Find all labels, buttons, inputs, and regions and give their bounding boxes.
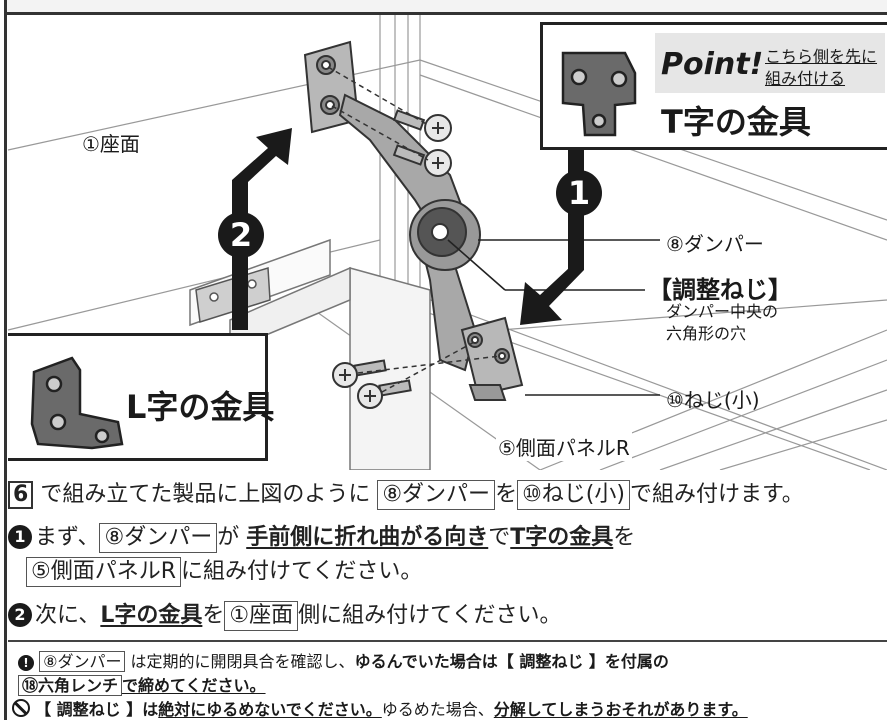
adjust-screw-title: 【調整ねじ】 — [648, 276, 792, 304]
note-line-1: ! ⑧ダンパー は定期的に開閉具合を確認し、ゆるんでいた場合は【 調整ねじ 】を… — [18, 648, 669, 673]
step-2-marker: 2 — [218, 212, 264, 258]
emphasis-orientation: 手前側に折れ曲がる向き — [246, 525, 489, 550]
note-emphasis: 絶対にゆるめないでください。 — [158, 700, 382, 719]
step-1-number: 1 — [567, 174, 591, 212]
instruction-text: 側に組み付けてください。 — [298, 603, 562, 628]
l-bracket-callout: L字の金具 — [8, 333, 274, 461]
adjust-screw-desc-1: ダンパー中央の — [666, 302, 779, 321]
note-line-2: 【 調整ねじ 】は絶対にゆるめないでください。ゆるめた場合、分解してしまうおそれ… — [12, 696, 748, 720]
assembly-illustration — [7, 15, 887, 470]
point-badge: Point! こちら側を先に 組み付ける — [655, 33, 885, 93]
note-emphasis: 【 調整ねじ 】は — [35, 700, 159, 719]
note-emphasis: で締めてください。 — [122, 676, 266, 695]
seat-label: ①座面 — [82, 132, 140, 156]
step-1-bullet: 1 — [8, 524, 32, 549]
step-1-marker: 1 — [556, 170, 602, 216]
instruction-text: で組み立てた製品に上図のように — [40, 482, 371, 507]
point-label: Point! — [661, 47, 764, 82]
note-text: は定期的に開閉具合を確認し、 — [130, 652, 355, 671]
prohibited-icon — [12, 699, 30, 717]
emphasis-l-bracket: L字の金具 — [100, 603, 203, 628]
note-text: ゆるめた場合、 — [381, 700, 494, 719]
part-damper-ref: ⑧ダンパー — [39, 651, 126, 673]
part-damper-ref: ⑧ダンパー — [99, 523, 218, 553]
instruction-text: を — [613, 525, 636, 550]
instruction-text: が — [217, 525, 240, 550]
part-screw-ref: ⑩ねじ(小) — [517, 480, 630, 510]
damper-label: ⑧ダンパー — [666, 232, 764, 256]
instruction-text: に組み付けてください。 — [181, 559, 423, 584]
t-bracket-callout: Point! こちら側を先に 組み付ける T字の金具 — [540, 22, 887, 150]
note-line-1b: ⑱六角レンチで締めてください。 — [18, 672, 266, 697]
instruction-text: で — [488, 525, 511, 550]
emphasis-t-bracket: T字の金具 — [510, 525, 614, 550]
screw-small-label: ⑩ねじ(小) — [666, 388, 760, 412]
step-6-ref: 6 — [8, 481, 34, 510]
instruction-text: で組み付けます。 — [629, 482, 804, 507]
step-2-number: 2 — [229, 216, 253, 254]
note-emphasis: 分解してしまうおそれがあります。 — [493, 700, 748, 719]
left-border — [4, 0, 7, 720]
t-bracket-icon — [561, 51, 637, 137]
side-panel-label: ⑤側面パネルR — [496, 432, 632, 461]
note-emphasis: ゆるんでいた場合は【 調整ねじ 】を付属の — [354, 652, 669, 671]
part-damper-ref: ⑧ダンパー — [377, 480, 496, 510]
top-border — [4, 0, 887, 15]
warning-icon: ! — [18, 655, 34, 671]
point-note-2: 組み付ける — [765, 69, 846, 88]
instruction-text: を — [202, 603, 225, 628]
part-hex-wrench-ref: ⑱六角レンチ — [18, 675, 123, 697]
l-bracket-icon — [30, 356, 124, 450]
step-2-bullet: 2 — [8, 602, 32, 627]
part-seat-ref: ①座面 — [224, 601, 299, 631]
t-bracket-title: T字の金具 — [661, 103, 811, 141]
caution-notes: ! ⑧ダンパー は定期的に開閉具合を確認し、ゆるんでいた場合は【 調整ねじ 】を… — [8, 640, 887, 720]
instruction-text: 次に、 — [35, 603, 101, 628]
instruction-text: まず、 — [35, 525, 100, 550]
instruction-text: を — [495, 482, 518, 507]
point-note-1: こちら側を先に — [765, 47, 878, 66]
part-side-panel-ref: ⑤側面パネルR — [26, 557, 182, 587]
l-bracket-title: L字の金具 — [126, 388, 275, 426]
adjust-screw-desc-2: 六角形の穴 — [666, 324, 747, 343]
